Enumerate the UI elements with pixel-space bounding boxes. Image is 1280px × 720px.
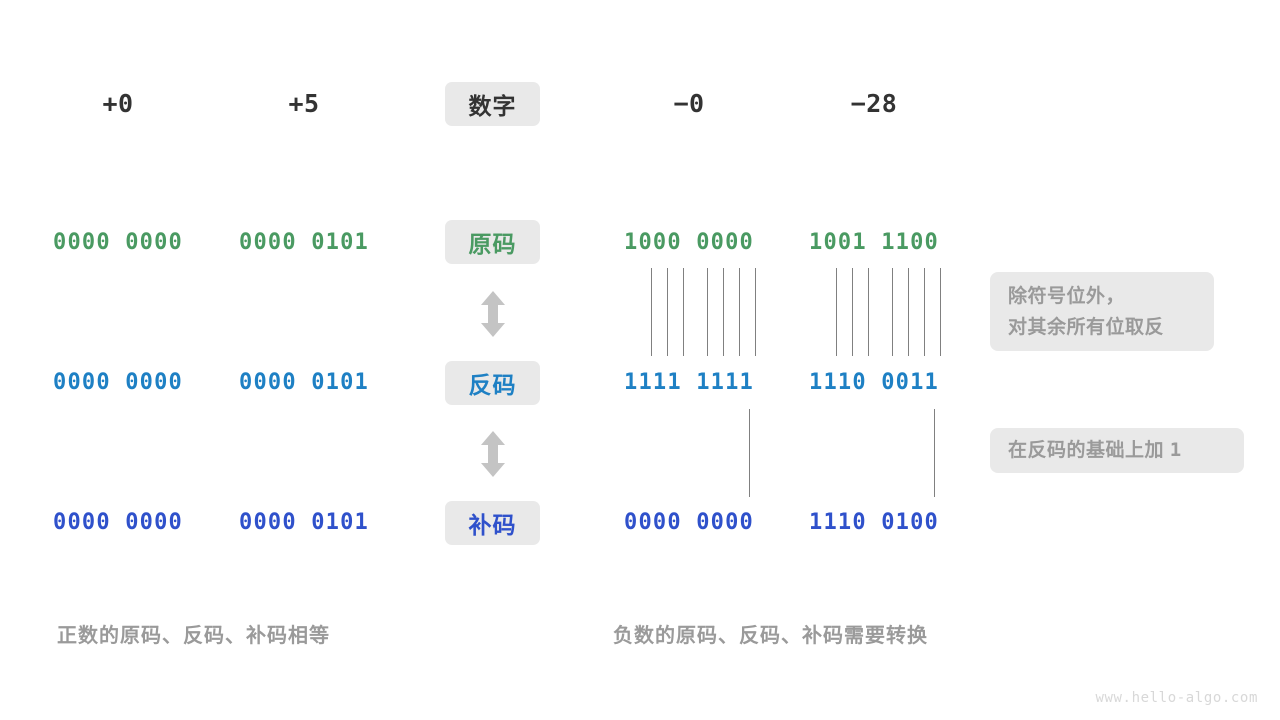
note-invert-bits: 除符号位外， 对其余所有位取反 bbox=[990, 272, 1214, 351]
row-label-badge-yuanma: 原码 bbox=[445, 220, 540, 264]
header-value-plus5: +5 bbox=[288, 88, 320, 118]
row-label-badge-fanma: 反码 bbox=[445, 361, 540, 405]
header-row-label-badge: 数字 bbox=[445, 82, 540, 126]
note-invert-line-1: 除符号位外， bbox=[1008, 285, 1126, 307]
connector-minus0-bit2 bbox=[667, 268, 668, 356]
note-add-one-value: 1 bbox=[1169, 439, 1182, 461]
connector-minus28-bit4 bbox=[892, 268, 893, 356]
caption-positive: 正数的原码、反码、补码相等 bbox=[57, 625, 330, 647]
connector-minus0-bit5 bbox=[723, 268, 724, 356]
buma-minus0-bits: 0000 0000 bbox=[624, 509, 755, 535]
connector-minus0-bit6 bbox=[739, 268, 740, 356]
connector-minus28-bit1 bbox=[836, 268, 837, 356]
connector-minus0-bit3 bbox=[683, 268, 684, 356]
note-add-one: 在反码的基础上加 1 bbox=[990, 428, 1244, 473]
watermark: www.hello-algo.com bbox=[1095, 690, 1258, 706]
fanma-plus0-bits: 0000 0000 bbox=[53, 369, 184, 395]
connector-minus0-bit4 bbox=[707, 268, 708, 356]
connector-minus0-bit1 bbox=[651, 268, 652, 356]
note-add-one-text: 在反码的基础上加 1 bbox=[1008, 435, 1226, 466]
connector-minus0-bit7 bbox=[755, 268, 756, 356]
connector-minus28-bit3 bbox=[868, 268, 869, 356]
fanma-plus5-bits: 0000 0101 bbox=[239, 369, 370, 395]
note-add-one-prefix: 在反码的基础上加 bbox=[1008, 440, 1170, 461]
yuanma-plus0-bits: 0000 0000 bbox=[53, 229, 184, 255]
yuanma-plus5-bits: 0000 0101 bbox=[239, 229, 370, 255]
buma-minus28-bits: 1110 0100 bbox=[809, 509, 940, 535]
connector-carry-minus28 bbox=[934, 409, 935, 497]
caption-negative: 负数的原码、反码、补码需要转换 bbox=[613, 625, 928, 647]
connector-minus28-bit2 bbox=[852, 268, 853, 356]
connector-minus28-bit6 bbox=[924, 268, 925, 356]
connector-minus28-bit5 bbox=[908, 268, 909, 356]
connector-minus28-bit7 bbox=[940, 268, 941, 356]
double-arrow-vertical-icon-upper bbox=[478, 291, 508, 337]
buma-plus0-bits: 0000 0000 bbox=[53, 509, 184, 535]
row-label-badge-buma: 补码 bbox=[445, 501, 540, 545]
header-value-minus0: −0 bbox=[673, 88, 705, 118]
note-invert-line-2: 对其余所有位取反 bbox=[1008, 316, 1165, 338]
connector-carry-minus0 bbox=[749, 409, 750, 497]
fanma-minus0-bits: 1111 1111 bbox=[624, 369, 755, 395]
double-arrow-vertical-icon-lower bbox=[478, 431, 508, 477]
header-value-plus0: +0 bbox=[102, 88, 134, 118]
header-value-minus28: −28 bbox=[850, 88, 898, 118]
yuanma-minus0-bits: 1000 0000 bbox=[624, 229, 755, 255]
buma-plus5-bits: 0000 0101 bbox=[239, 509, 370, 535]
fanma-minus28-bits: 1110 0011 bbox=[809, 369, 940, 395]
yuanma-minus28-bits: 1001 1100 bbox=[809, 229, 940, 255]
